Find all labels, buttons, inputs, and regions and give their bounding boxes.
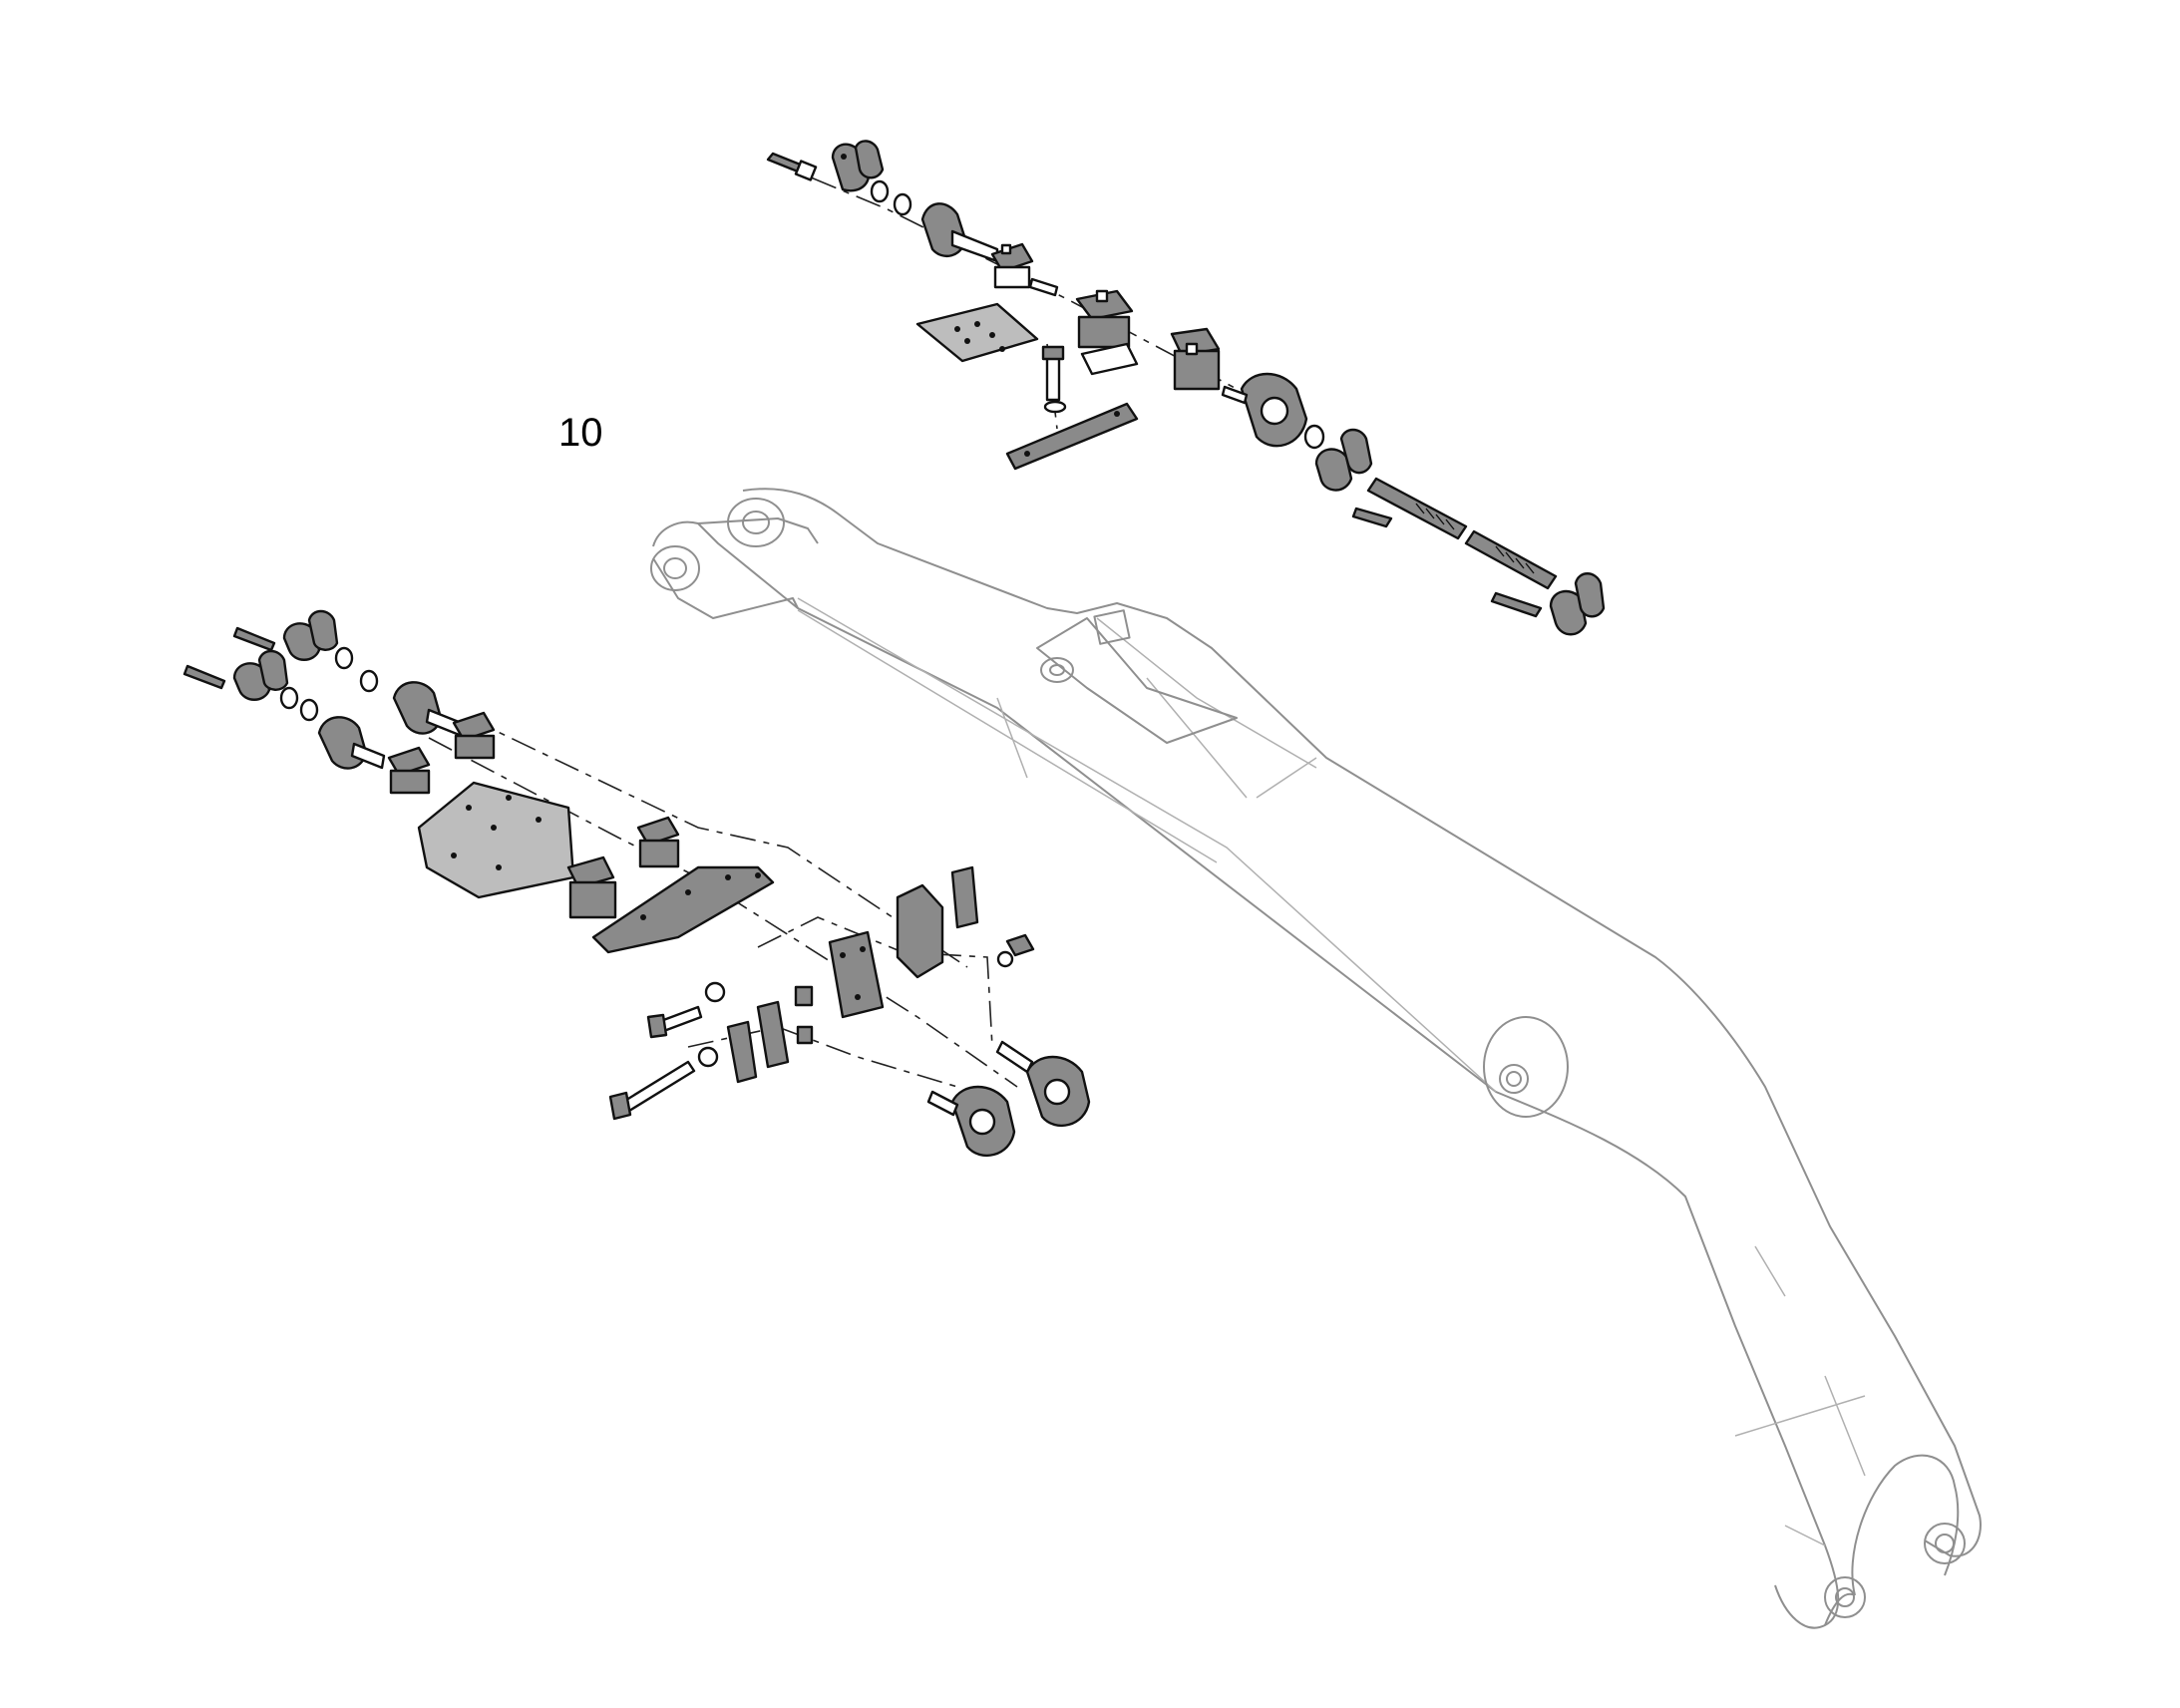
lower-bracket-block-2 bbox=[726, 1000, 790, 1084]
upper-vertical-bolt bbox=[1041, 345, 1067, 414]
boom-tip-pin-hole-1 bbox=[1924, 1523, 1966, 1564]
upper-split-flange-1 bbox=[831, 140, 885, 192]
upper-bracket-bar bbox=[1005, 402, 1139, 471]
boom-tip-pin-hole-2 bbox=[1935, 1534, 1955, 1553]
lower-spacer-block-1 bbox=[794, 985, 814, 1045]
lower-o-ring-1 bbox=[334, 646, 354, 670]
boom-elbow-boss-2 bbox=[1499, 1064, 1529, 1094]
lower-mounting-plate bbox=[417, 781, 575, 899]
lower-bracket-plate bbox=[828, 930, 885, 1019]
boom-top-lug bbox=[1093, 609, 1131, 645]
upper-mounting-plate bbox=[915, 302, 1039, 363]
upper-split-flange-3 bbox=[1549, 572, 1606, 636]
callout-10: 10 bbox=[558, 411, 603, 455]
lower-o-ring-4 bbox=[299, 698, 319, 722]
lower-center-line-4 bbox=[687, 1026, 958, 1088]
boom-root-boss-2 bbox=[742, 511, 770, 534]
lower-split-flange-2 bbox=[232, 649, 289, 701]
upper-short-tube bbox=[1028, 277, 1059, 297]
boom-lower-section-lines bbox=[1734, 1245, 1866, 1546]
lower-clamp-block-4 bbox=[566, 855, 617, 919]
upper-bolt-3 bbox=[1490, 591, 1543, 618]
lower-o-ring-3 bbox=[279, 686, 299, 710]
upper-flange-fitting bbox=[920, 202, 999, 263]
lower-flange-fitting-4 bbox=[926, 1085, 1016, 1157]
boom-root-boss-4 bbox=[663, 557, 687, 579]
lower-bolt-4 bbox=[608, 1060, 696, 1121]
boom-web-lines bbox=[797, 597, 1497, 1093]
boom-elbow-boss-1 bbox=[1483, 1016, 1569, 1118]
boom-cylinder-boss-1 bbox=[1040, 657, 1074, 683]
lower-clamp-block-2 bbox=[387, 746, 431, 795]
boom-elbow-boss-3 bbox=[1506, 1071, 1522, 1087]
upper-o-ring-3 bbox=[1303, 424, 1325, 450]
lower-center-line-1 bbox=[468, 717, 968, 968]
lower-bolt-1 bbox=[232, 626, 276, 652]
lower-bracket-block-1 bbox=[896, 865, 979, 979]
lower-o-ring-2 bbox=[359, 669, 379, 693]
upper-clamp-block-1 bbox=[990, 242, 1034, 289]
upper-o-ring-1 bbox=[870, 179, 890, 203]
lower-washer-1 bbox=[704, 981, 726, 1003]
boom-outline-upper bbox=[742, 488, 1982, 1557]
lower-hose-clamp-assembly bbox=[182, 609, 1091, 1157]
upper-hose-clamp-assembly bbox=[766, 140, 1606, 636]
lower-flange-fitting-2 bbox=[317, 716, 386, 770]
upper-clamp-block-2 bbox=[1075, 289, 1134, 349]
boom-tip-pin-hole-4 bbox=[1835, 1587, 1855, 1607]
upper-bolt-1 bbox=[766, 152, 818, 181]
lower-washer-2 bbox=[697, 1046, 719, 1068]
upper-bolt-2 bbox=[1351, 507, 1393, 528]
lower-nut bbox=[996, 933, 1035, 968]
lower-split-flange-1 bbox=[282, 609, 339, 661]
lower-clamp-block-3 bbox=[636, 816, 680, 868]
lower-bolt-2 bbox=[182, 664, 226, 690]
upper-flange-fitting-2 bbox=[1221, 372, 1308, 448]
lower-clamp-block-1 bbox=[452, 711, 496, 760]
lower-bracket-bar bbox=[591, 865, 775, 954]
boom-cylinder-boss-2 bbox=[1049, 664, 1065, 676]
boom-root-boss-3 bbox=[650, 545, 700, 591]
lower-bolt-3 bbox=[646, 1005, 703, 1039]
boom-root-side bbox=[652, 517, 819, 619]
upper-hose-tube bbox=[1366, 477, 1558, 590]
boom-outline-lower bbox=[652, 520, 1840, 1629]
boom-cylinder-bracket bbox=[1036, 617, 1238, 744]
boom-tip-fork bbox=[1824, 1454, 1960, 1626]
upper-o-ring-2 bbox=[893, 192, 912, 216]
lower-flange-fitting-3 bbox=[995, 1040, 1091, 1127]
upper-clamp-block-3 bbox=[1170, 327, 1221, 391]
boom-root-boss-1 bbox=[727, 498, 785, 547]
upper-split-flange-2 bbox=[1314, 428, 1373, 492]
boom-tip-pin-hole-3 bbox=[1824, 1576, 1866, 1618]
boom-arm bbox=[650, 488, 1982, 1629]
upper-clamp-base bbox=[1080, 342, 1139, 376]
